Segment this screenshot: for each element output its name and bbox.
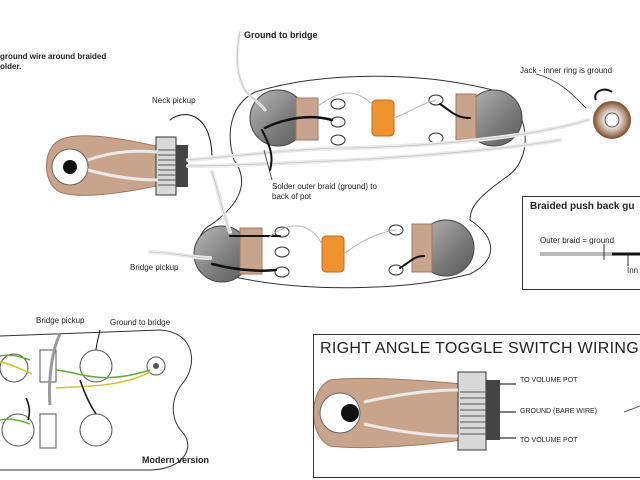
bridge-pickup-label: Bridge pickup (130, 263, 179, 272)
bridge-capacitor (321, 235, 345, 273)
ground-wire-note-line2: older. (0, 62, 22, 71)
jack-note-label: Jack - inner ring is ground (520, 66, 613, 75)
toggle-wiring-title: RIGHT ANGLE TOGGLE SWITCH WIRING (320, 340, 639, 357)
to-volume-pot-bottom-label: TO VOLUME POT (520, 437, 578, 444)
outer-braid-label: Outer braid = ground (540, 236, 615, 245)
modern-version-caption: Modern version (142, 455, 210, 465)
solder-note-line1: Solder outer braid (ground) to (272, 182, 377, 191)
braided-wire-graphic (540, 244, 640, 266)
ground-bare-wire-label: GROUND (BARE WIRE) (520, 408, 597, 415)
neck-capacitor (371, 99, 395, 137)
ground-wire-note-line1: ground wire around braided (0, 52, 107, 61)
braided-box (522, 196, 640, 290)
wiring (148, 30, 590, 272)
bridge-tone-pot (388, 219, 475, 277)
modern-bridge-pickup-label: Bridge pickup (36, 316, 85, 325)
toggle-switch-top (46, 135, 188, 196)
output-jack (593, 88, 631, 139)
bridge-volume-pot (193, 225, 290, 283)
solder-leader (263, 149, 273, 181)
to-volume-pot-top-label: TO VOLUME POT (520, 377, 578, 384)
braided-box-title: Braided push back gu (530, 201, 635, 212)
solder-note-line2: back of pot (272, 192, 312, 201)
toggle-wiring-graphic (313, 371, 640, 451)
neck-pickup-label: Neck pickup (152, 96, 196, 105)
toggle-wiring-box (313, 334, 640, 478)
modern-ground-to-bridge-label: Ground to bridge (110, 318, 171, 327)
inner-label: Inn (627, 266, 639, 275)
modern-version-body (0, 329, 193, 471)
ground-to-bridge-label: Ground to bridge (244, 30, 318, 40)
